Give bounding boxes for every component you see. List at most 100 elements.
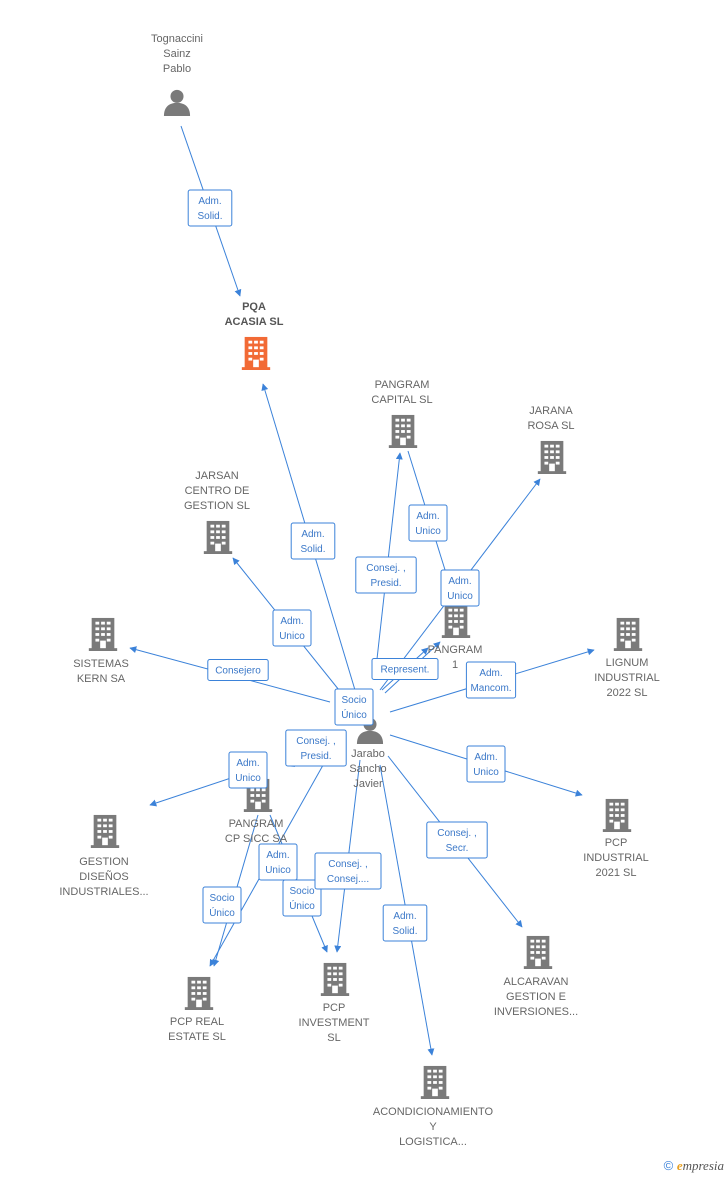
node-acond[interactable]: ACONDICIONAMIENTOYLOGISTICA... — [373, 1065, 494, 1148]
edge-role-label[interactable]: Represent. — [371, 658, 439, 680]
node-gestion[interactable]: GESTIONDISEÑOSINDUSTRIALES... — [59, 814, 149, 898]
edge-role-box[interactable] — [282, 879, 322, 917]
edge-role-box[interactable] — [408, 504, 448, 542]
node-label: INDUSTRIAL — [594, 672, 659, 684]
node-label: CP SICC SA — [225, 833, 288, 845]
edge-role-text: Solid. — [197, 211, 222, 222]
edge-role-text: Adm. — [474, 752, 497, 763]
node-label: 1 — [452, 659, 458, 671]
edge-labels-layer: Adm. Solid. Adm. Solid. Consej. , Presid. Adm.… — [187, 189, 517, 942]
edge-role-text: Consej.... — [327, 874, 369, 885]
building-icon — [90, 814, 120, 848]
edge-role-text: Unico — [473, 767, 499, 778]
node-label: CAPITAL SL — [371, 394, 432, 406]
footer-brand[interactable]: © empresia — [664, 1158, 724, 1174]
edge-role-label[interactable]: Adm. Solid. — [187, 189, 233, 227]
edge-role-box[interactable] — [258, 843, 298, 881]
node-label: SISTEMAS — [73, 658, 129, 670]
edge-role-label[interactable]: Adm.Unico — [228, 751, 268, 789]
edge-role-text: Socio — [341, 695, 366, 706]
node-label: PANGRAM — [375, 379, 430, 391]
edge-role-label[interactable]: Adm. Unico — [466, 745, 506, 783]
edge-role-label[interactable]: Adm.Unico — [258, 843, 298, 881]
building-icon — [613, 617, 643, 651]
node-label: ACONDICIONAMIENTO — [373, 1106, 494, 1118]
edge-role-label[interactable]: Consej. , Consej.... — [314, 852, 382, 890]
edge-role-text: Adm. — [301, 529, 324, 540]
building-icon — [537, 440, 567, 474]
edge-role-label[interactable]: Adm.Unico — [440, 569, 480, 607]
edge-role-label[interactable]: Consej. , Presid. — [355, 556, 417, 594]
brand-logo: empresia — [676, 1158, 724, 1173]
edge-role-label[interactable]: Consej. ,Secr. — [426, 821, 488, 859]
edge-role-text: Unico — [415, 526, 441, 537]
edge-role-text: Consej. , — [296, 736, 335, 747]
node-label: Tognaccini — [151, 33, 203, 45]
edge-role-text: Unico — [447, 591, 473, 602]
edge-role-box[interactable] — [228, 751, 268, 789]
edge-role-box[interactable] — [202, 886, 242, 924]
node-label: PANGRAM — [229, 818, 284, 830]
edge-role-box[interactable] — [355, 556, 417, 594]
edge-role-text: Mancom. — [470, 683, 511, 694]
edge-role-box[interactable] — [290, 522, 336, 560]
edge-role-text: Solid. — [392, 926, 417, 937]
building-icon — [523, 935, 553, 969]
edge-role-text: Consej. , — [366, 563, 405, 574]
edge-role-box[interactable] — [426, 821, 488, 859]
node-label: Y — [429, 1121, 437, 1133]
node-pangram_capital[interactable]: PANGRAM CAPITAL SL — [371, 379, 433, 448]
edge-role-label[interactable]: Consej. ,Presid. — [285, 729, 347, 767]
building-icon — [241, 336, 271, 370]
edge-role-text: Presid. — [370, 578, 401, 589]
edge-role-box[interactable] — [207, 659, 269, 681]
node-label: Javier — [353, 778, 383, 790]
copyright-icon: © — [663, 1158, 674, 1173]
edge-role-box[interactable] — [466, 745, 506, 783]
edge-role-text: Consejero — [215, 666, 261, 677]
edge-role-label[interactable]: Adm.Solid. — [382, 904, 428, 942]
node-label: DISEÑOS — [79, 870, 129, 883]
edge-role-box[interactable] — [334, 688, 374, 726]
building-icon — [203, 520, 233, 554]
edge-role-box[interactable] — [314, 852, 382, 890]
edge-role-box[interactable] — [187, 189, 233, 227]
edge-role-text: Único — [341, 708, 367, 721]
edge-role-text: Consej. , — [437, 828, 476, 839]
edge-role-box[interactable] — [285, 729, 347, 767]
edge-role-label[interactable]: Consejero — [207, 659, 269, 681]
node-pangram_cp[interactable]: PANGRAM CP SICC SA — [225, 778, 288, 845]
edge-role-box[interactable] — [371, 658, 439, 680]
building-icon — [88, 617, 118, 651]
edge-role-label[interactable]: Adm.Unico — [408, 504, 448, 542]
node-label: LIGNUM — [606, 657, 649, 669]
edge-role-box[interactable] — [382, 904, 428, 942]
edge-role-box[interactable] — [465, 661, 517, 699]
node-label: GESTION — [79, 856, 129, 868]
edge-role-label[interactable]: Adm.Mancom. — [465, 661, 517, 699]
edge-role-text: Adm. — [198, 196, 221, 207]
edge-role-box[interactable] — [272, 609, 312, 647]
node-label: Jarabo — [351, 748, 385, 760]
edge-role-label[interactable]: Adm.Unico — [272, 609, 312, 647]
edge-role-box[interactable] — [440, 569, 480, 607]
edge-role-label[interactable]: Adm.Solid. — [290, 522, 336, 560]
edge-role-text: Consej. , — [328, 859, 367, 870]
building-icon — [441, 604, 471, 638]
